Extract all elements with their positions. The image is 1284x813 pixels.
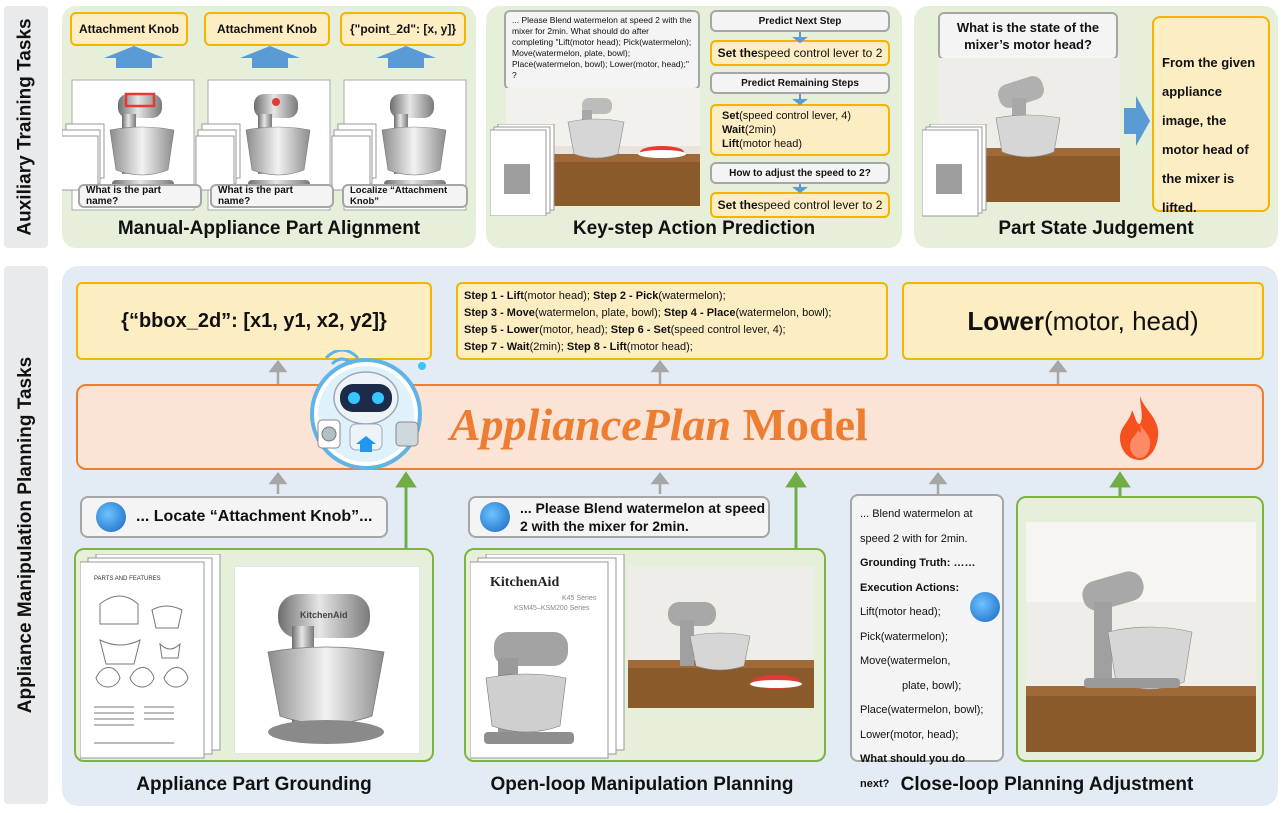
manual-parts-title: PARTS AND FEATURES xyxy=(94,576,161,582)
prompt-blend: ... Please Blend watermelon at speed 2 w… xyxy=(468,496,770,538)
closeloop-context: ... Blend watermelon at speed 2 with for… xyxy=(850,494,1004,790)
mixer-brand-label: KitchenAid xyxy=(300,610,348,620)
alignment-question-2: What is the part name? xyxy=(210,184,334,208)
keystep-arrows xyxy=(792,32,808,194)
alignment-question-1: What is the part name? xyxy=(78,184,202,208)
manual-series-1: K45 Series xyxy=(562,595,597,602)
title-keystep: Key-step Action Prediction xyxy=(572,218,816,239)
alignment-up-arrows xyxy=(104,46,436,68)
title-grounding: Appliance Part Grounding xyxy=(136,774,372,795)
prompt-locate: ... Locate “Attachment Knob”... xyxy=(80,496,388,538)
manual-brand: KitchenAid xyxy=(490,575,559,590)
alignment-output-2: Attachment Knob xyxy=(204,12,330,46)
keystep-q2: Predict Remaining Steps xyxy=(710,72,890,94)
side-label-manipulation-text: Appliance Manipulation Planning Tasks xyxy=(15,356,37,714)
state-right-arrow xyxy=(1124,96,1150,146)
side-label-auxiliary: Auxiliary Training Tasks xyxy=(4,6,48,248)
keystep-a3: Set the speed control lever to 2 xyxy=(710,192,890,218)
state-answer: From the given appliance image, the moto… xyxy=(1152,16,1270,215)
grounding-mixer-image: KitchenAid xyxy=(234,566,420,754)
title-part-alignment: Manual-Appliance Part Alignment xyxy=(117,218,421,239)
model-bar xyxy=(76,384,1264,470)
model-input-arrows xyxy=(268,471,1131,550)
keystep-scene-image xyxy=(506,88,700,206)
side-label-manipulation: Appliance Manipulation Planning Tasks xyxy=(4,266,48,804)
keystep-q3: How to adjust the speed to 2? xyxy=(710,162,890,184)
speech-bubble-icon xyxy=(96,502,126,532)
title-part-state: Part State Judgement xyxy=(998,218,1194,239)
flame-icon xyxy=(1120,396,1159,460)
openloop-scene-image xyxy=(628,566,814,708)
openloop-manual-pages: KitchenAid K45 Series KSM45–KSM200 Serie… xyxy=(470,554,625,759)
closeloop-scene-image xyxy=(1026,522,1256,752)
output-bbox: {“bbox_2d”: [x1, y1, x2, y2]} xyxy=(76,282,432,360)
alignment-output-1: Attachment Knob xyxy=(70,12,188,46)
side-label-auxiliary-text: Auxiliary Training Tasks xyxy=(15,18,36,236)
alignment-output-3: {"point_2d": [x, y]} xyxy=(340,12,466,46)
speech-bubble-icon xyxy=(480,502,510,532)
keystep-a1: Set the speed control lever to 2 xyxy=(710,40,890,66)
manual-series-2: KSM45–KSM200 Series xyxy=(514,605,590,612)
title-openloop: Open-loop Manipulation Planning xyxy=(490,774,794,795)
grounding-manual-pages: PARTS AND FEATURES xyxy=(80,554,221,759)
output-lower: Lower(motor, head) xyxy=(902,282,1264,360)
keystep-q1: Predict Next Step xyxy=(710,10,890,32)
robot-mascot-icon xyxy=(310,350,426,470)
state-manual-stack xyxy=(922,124,987,217)
speech-bubble-icon xyxy=(970,592,1000,622)
output-steps: Step 1 - Lift(motor head); Step 2 - Pick… xyxy=(456,282,888,360)
keystep-a2: Set(speed control lever, 4) Wait(2min) L… xyxy=(710,104,890,156)
title-closeloop: Close-loop Planning Adjustment xyxy=(900,774,1194,795)
model-name: AppliancePlan Model xyxy=(450,399,868,450)
alignment-question-3: Localize “Attachment Knob” xyxy=(342,184,468,208)
state-question: What is the state of the mixer’s motor h… xyxy=(938,12,1118,60)
keystep-context: ... Please Blend watermelon at speed 2 w… xyxy=(504,10,700,90)
keystep-manual-stack xyxy=(490,124,555,216)
model-output-arrows xyxy=(268,360,1068,384)
